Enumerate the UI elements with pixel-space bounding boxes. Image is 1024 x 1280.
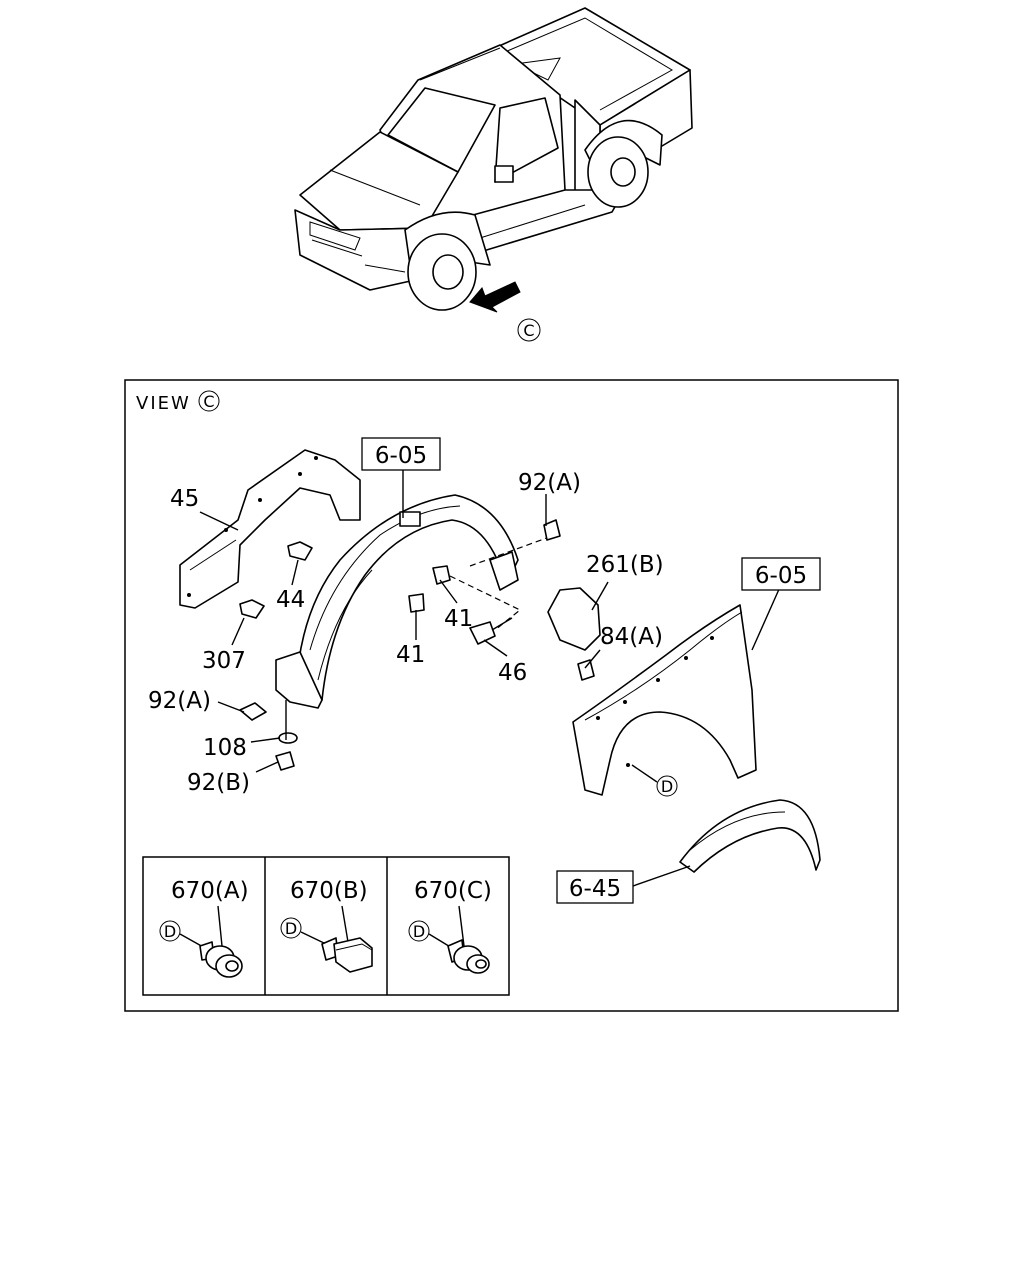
clip-307	[239, 599, 265, 619]
ref-6-45: 6-45	[569, 876, 621, 902]
view-title: VIEW	[136, 393, 191, 414]
splash-shield-45	[179, 449, 361, 609]
label-92a-left: 92(A)	[148, 688, 211, 714]
ref-box-6-05-liner	[361, 437, 441, 471]
label-108: 108	[203, 735, 247, 761]
label-45: 45	[170, 486, 199, 512]
view-frame	[124, 379, 899, 1012]
overview-view-marker: C	[523, 321, 534, 340]
clip-670c	[447, 939, 490, 974]
view-direction-arrow-icon	[469, 281, 521, 313]
label-261b: 261(B)	[586, 552, 664, 578]
screw-41-lower	[408, 593, 425, 613]
ref-box-6-45	[556, 870, 634, 904]
nut-92a-left	[239, 702, 267, 721]
nut-92b	[275, 751, 295, 771]
washer-108	[278, 732, 298, 744]
clip-84a	[577, 659, 595, 681]
label-41-lower: 41	[396, 642, 425, 668]
wheelhouse-liner	[275, 494, 519, 709]
label-92a-upper: 92(A)	[518, 470, 581, 496]
label-46: 46	[498, 660, 527, 686]
fender-clip-marker: D	[661, 777, 673, 796]
leader-lines	[199, 470, 781, 887]
bolt-46	[469, 621, 496, 645]
ref-box-6-05-fender	[741, 557, 821, 591]
clip-670c-marker: D	[413, 922, 425, 941]
front-fender	[572, 604, 757, 796]
ref-6-05-liner: 6-05	[375, 443, 427, 469]
ref-6-05-fender: 6-05	[755, 563, 807, 589]
wheel-arch-molding	[679, 799, 821, 873]
nut-92a-upper	[543, 519, 561, 541]
label-41-center: 41	[444, 606, 473, 632]
clip-670b	[321, 937, 373, 973]
screw-41-upper	[432, 565, 451, 585]
label-92b: 92(B)	[187, 770, 250, 796]
clip-670a	[199, 941, 243, 978]
clip-670b-label: 670(B)	[290, 878, 368, 904]
label-307: 307	[202, 648, 246, 674]
truck-overview-illustration: C	[294, 7, 693, 342]
view-title-marker: C	[203, 392, 214, 411]
clip-670c-label: 670(C)	[414, 878, 492, 904]
clip-44	[287, 541, 313, 561]
bracket-261b	[547, 587, 601, 651]
clip-670a-label: 670(A)	[171, 878, 249, 904]
clip-670a-marker: D	[164, 922, 176, 941]
label-44: 44	[276, 587, 305, 613]
clip-670b-marker: D	[285, 919, 297, 938]
label-84a: 84(A)	[600, 624, 663, 650]
clip-variants-table: 670(A) D 670(B) D 670(C) D	[142, 856, 510, 996]
